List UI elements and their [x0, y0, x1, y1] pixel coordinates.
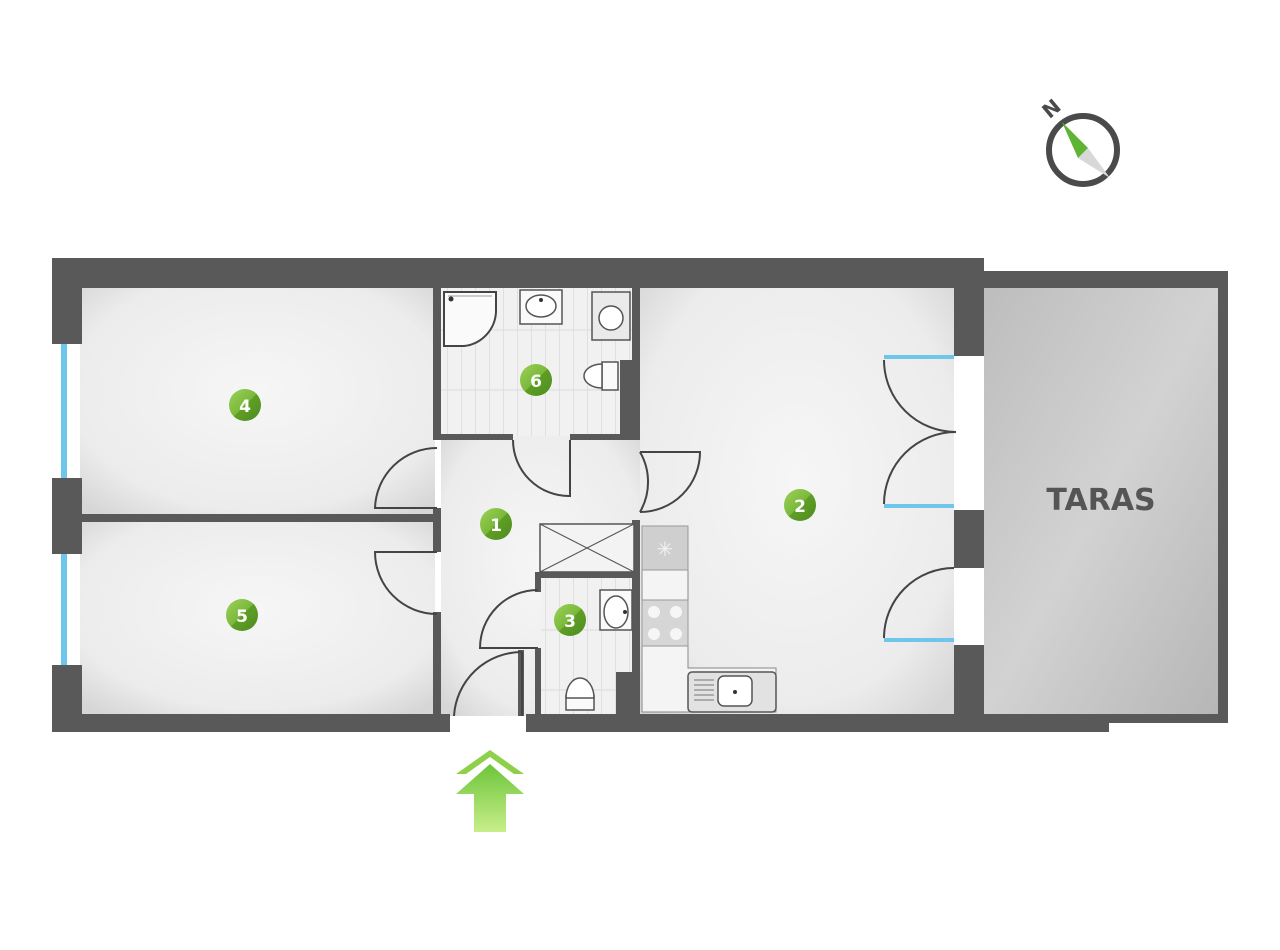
kitchen-sink-icon [687, 671, 777, 713]
wc-sink-icon [599, 589, 633, 631]
window-right-1 [884, 355, 954, 359]
window-left-top [61, 344, 67, 478]
windows [61, 344, 954, 665]
room-badges: 4 5 6 1 3 2 [226, 364, 816, 636]
washing-machine-icon [591, 291, 631, 341]
door-terrace-2 [883, 567, 955, 639]
svg-text:5: 5 [236, 607, 248, 627]
sink-icon [519, 289, 563, 325]
window-right-2 [884, 504, 954, 508]
north-label: N [1037, 94, 1065, 123]
svg-text:6: 6 [530, 372, 542, 392]
window-right-3 [884, 638, 954, 642]
doors [373, 359, 957, 717]
door-room-6 [512, 439, 571, 498]
entrance-arrow-icon [456, 750, 524, 832]
terrace-floor [984, 288, 1218, 714]
svg-text:2: 2 [794, 497, 806, 517]
fridge-icon: ✳ [641, 525, 689, 571]
room-badge-4[interactable]: 4 [229, 389, 261, 421]
terrace-label: TARAS [1046, 483, 1155, 518]
room-badge-5[interactable]: 5 [226, 599, 258, 631]
compass-icon: N [1037, 94, 1120, 187]
room-badge-1[interactable]: 1 [480, 508, 512, 540]
svg-text:1: 1 [490, 516, 502, 536]
stove-icon [641, 599, 689, 647]
door-room-2 [639, 451, 650, 513]
toilet-icon [583, 361, 619, 391]
door-room-5 [373, 551, 438, 615]
door-entrance [453, 650, 523, 717]
svg-text:3: 3 [564, 612, 576, 632]
door-room-3 [478, 589, 539, 649]
room-badge-3[interactable]: 3 [554, 604, 586, 636]
shower-icon [443, 291, 497, 347]
door-room-4 [373, 447, 438, 509]
svg-text:4: 4 [239, 397, 251, 417]
fixtures: ✳ [443, 289, 777, 713]
room-badge-6[interactable]: 6 [520, 364, 552, 396]
svg-text:✳: ✳ [657, 537, 674, 561]
door-terrace-1 [883, 359, 957, 433]
room-badge-2[interactable]: 2 [784, 489, 816, 521]
window-left-bottom [61, 554, 67, 665]
wardrobe-icon [539, 523, 635, 573]
walls [52, 258, 1228, 732]
wc-toilet-icon [565, 677, 595, 711]
